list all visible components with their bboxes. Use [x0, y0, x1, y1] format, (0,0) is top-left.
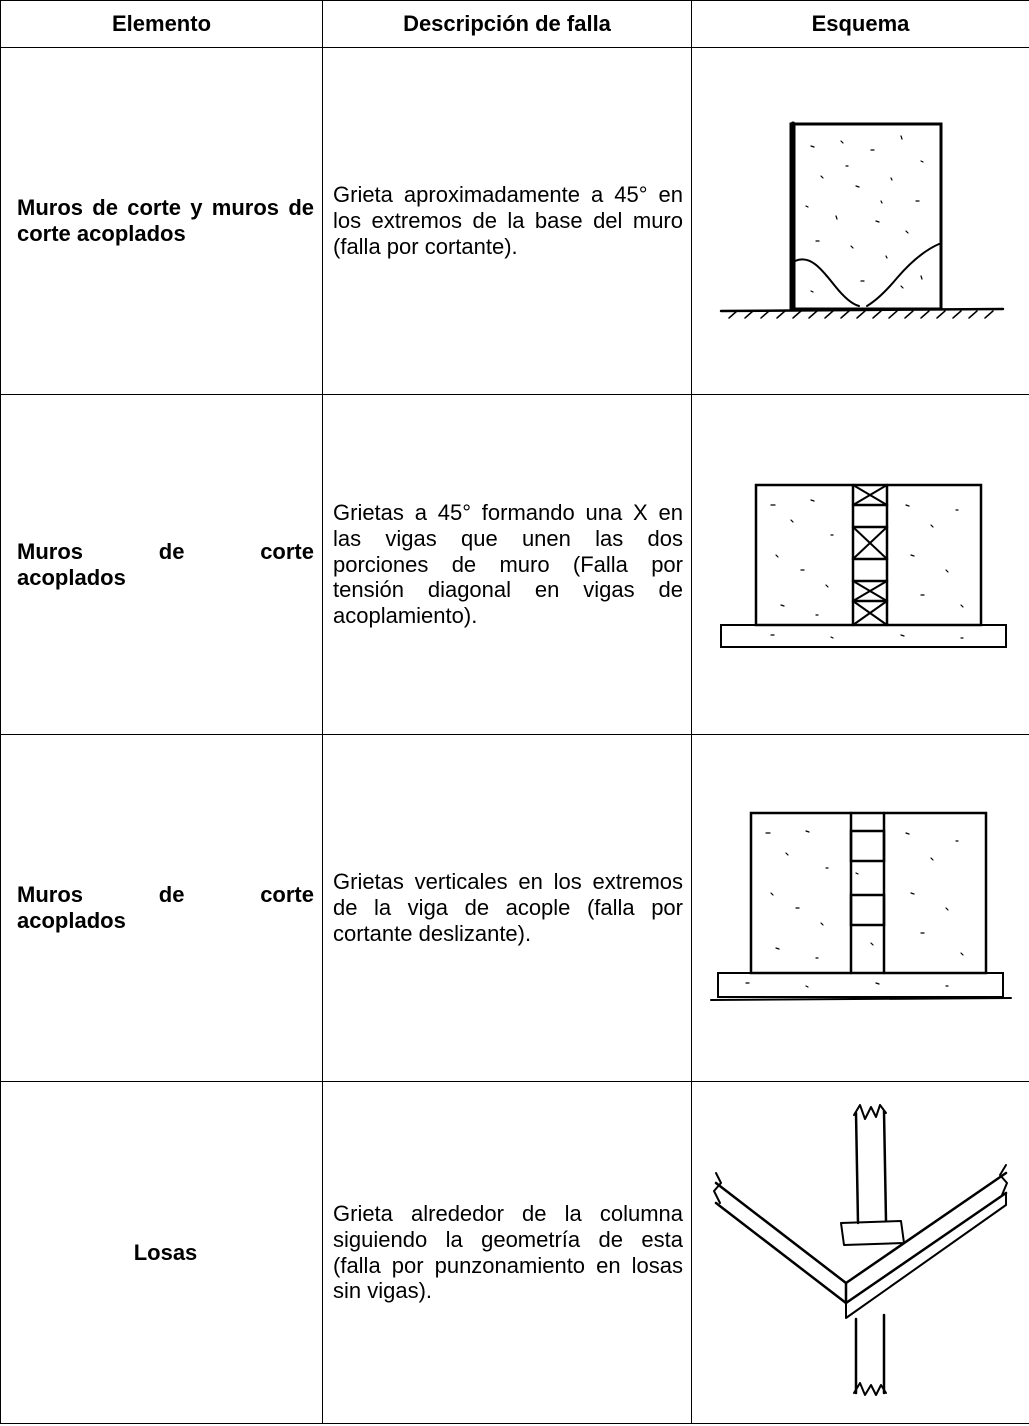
- element-cell: Muros de corte y muros de corte acoplado…: [0, 47, 323, 395]
- element-line-2: acoplados: [17, 564, 126, 590]
- header-descripcion: Descripción de falla: [322, 0, 692, 48]
- header-row: Elemento Descripción de falla Esquema: [0, 0, 1029, 48]
- coupling-beam-x-crack-icon: [719, 483, 1007, 648]
- coupling-beam-vertical-crack-icon: [709, 811, 1012, 1001]
- header-elemento: Elemento: [0, 0, 323, 48]
- description-cell: Grieta aproximadamente a 45° en los extr…: [322, 47, 692, 395]
- sketch-cell: [691, 1081, 1029, 1424]
- description-cell: Grieta alrededor de la columna siguiendo…: [322, 1081, 692, 1424]
- header-esquema: Esquema: [691, 0, 1029, 48]
- slab-punching-icon: [712, 1103, 1008, 1396]
- description-cell: Grietas verticales en los extremos de la…: [322, 734, 692, 1082]
- shear-wall-base-crack-icon: [719, 121, 1004, 319]
- table-row: Muros de corte y muros de corte acoplado…: [0, 47, 1029, 395]
- sketch-cell: [691, 734, 1029, 1082]
- table-row: Losas Grieta alrededor de la columna sig…: [0, 1081, 1029, 1424]
- element-line-2: acoplados: [17, 908, 126, 933]
- description-cell: Grietas a 45° formando una X en las viga…: [322, 394, 692, 735]
- sketch-cell: [691, 394, 1029, 735]
- sketch-cell: [691, 47, 1029, 395]
- element-cell: Losas: [0, 1081, 323, 1424]
